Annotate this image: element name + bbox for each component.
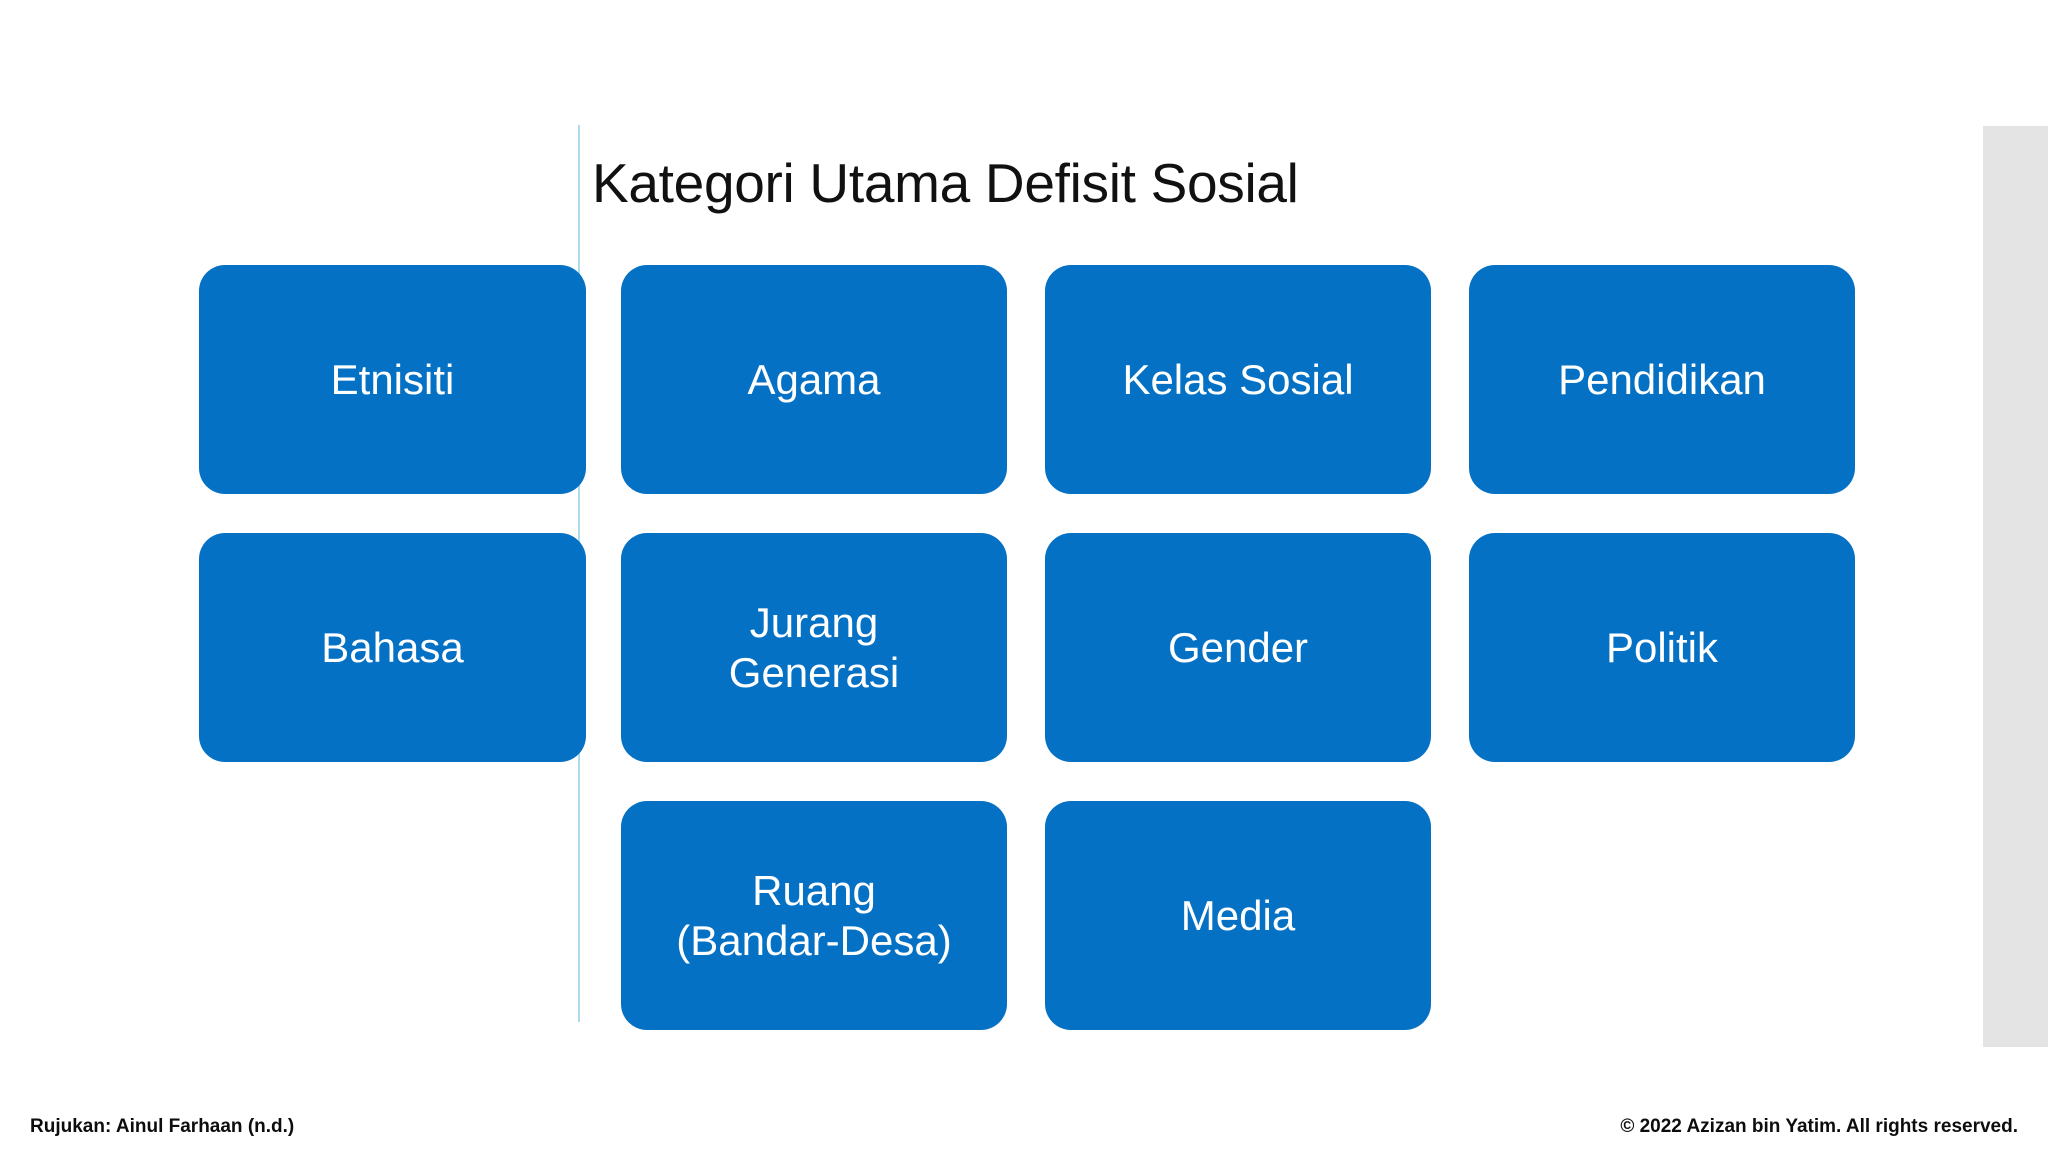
footer-copyright: © 2022 Azizan bin Yatim. All rights rese… [1620, 1116, 2018, 1137]
category-box-label: Bahasa [321, 623, 464, 671]
category-box-ruang-bandar-desa[interactable]: Ruang (Bandar-Desa) [621, 801, 1007, 1030]
category-box-gender[interactable]: Gender [1045, 533, 1431, 762]
category-box-pendidikan[interactable]: Pendidikan [1469, 265, 1855, 494]
category-box-label: Ruang (Bandar-Desa) [676, 866, 952, 964]
category-box-label: Politik [1605, 623, 1719, 671]
category-box-etnisiti[interactable]: Etnisiti [199, 265, 586, 494]
category-box-bahasa[interactable]: Bahasa [199, 533, 586, 762]
category-box-label: Jurang Generasi [728, 598, 900, 696]
category-box-label: Kelas Sosial [1122, 355, 1354, 403]
category-box-media[interactable]: Media [1045, 801, 1431, 1030]
category-box-label: Gender [1167, 623, 1309, 671]
category-box-label: Pendidikan [1558, 355, 1766, 403]
category-box-label: Agama [747, 355, 881, 403]
page-title: Kategori Utama Defisit Sosial [592, 152, 1299, 214]
right-side-panel [1983, 126, 2048, 1047]
category-box-politik[interactable]: Politik [1469, 533, 1855, 762]
category-box-label: Etnisiti [330, 355, 455, 403]
footer-reference: Rujukan: Ainul Farhaan (n.d.) [30, 1116, 295, 1137]
category-box-label: Media [1180, 891, 1296, 939]
category-box-jurang-generasi[interactable]: Jurang Generasi [621, 533, 1007, 762]
category-box-agama[interactable]: Agama [621, 265, 1007, 494]
category-box-kelas-sosial[interactable]: Kelas Sosial [1045, 265, 1431, 494]
